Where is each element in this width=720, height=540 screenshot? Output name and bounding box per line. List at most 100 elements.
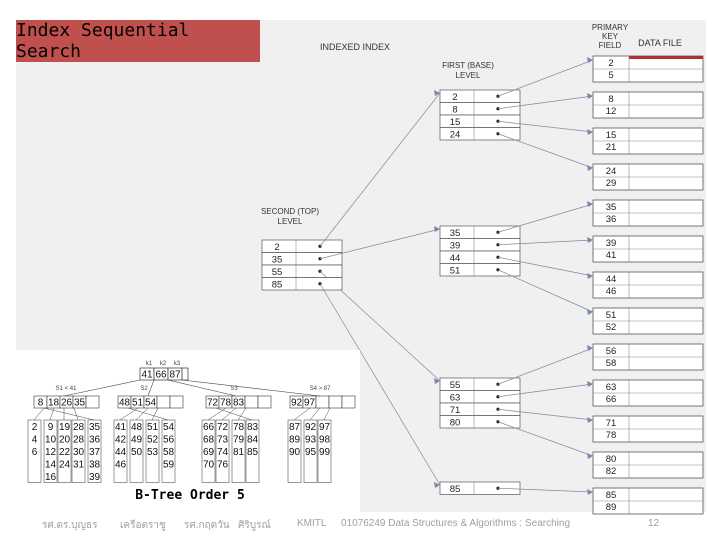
data-file-highlight xyxy=(629,56,703,59)
second-level-key: 35 xyxy=(272,255,283,266)
btree-leaf-key: 4 xyxy=(32,435,38,446)
btree-edge xyxy=(167,379,237,397)
btree-leaf-key: 49 xyxy=(131,435,143,446)
btree-leaf-key: 98 xyxy=(319,435,331,446)
btree-leaf-key: 44 xyxy=(115,447,127,458)
btree-edge xyxy=(33,407,45,421)
pointer-arrow xyxy=(497,269,594,313)
btree-node-key: 35 xyxy=(74,398,86,409)
btree-leaf-key: 2 xyxy=(32,422,38,433)
data-file-key: 5 xyxy=(608,70,613,81)
first-level-cell xyxy=(439,127,521,141)
btree-edge xyxy=(73,407,79,421)
data-file-key: 41 xyxy=(606,250,617,261)
btree-edge xyxy=(151,407,159,421)
btree-leaf-key: 68 xyxy=(203,435,215,446)
btree-leaf-key: 99 xyxy=(319,447,331,458)
second-level-key: 2 xyxy=(274,242,279,253)
first-level-key: 39 xyxy=(450,241,461,252)
btree-leaf-column xyxy=(201,419,216,483)
btree-leaf-column xyxy=(71,419,86,483)
btree-leaf-key: 24 xyxy=(59,460,71,471)
data-file-key: 21 xyxy=(606,142,617,153)
arrow-head xyxy=(587,273,593,279)
btree-edge xyxy=(293,407,311,421)
btree-node-key: 54 xyxy=(145,398,157,409)
footer-author-2: เครือตราชู xyxy=(120,520,166,531)
btree-node-key: 51 xyxy=(132,398,144,409)
btree-node-key: 92 xyxy=(291,398,303,409)
btree-leaf-key: 83 xyxy=(247,422,259,433)
footer-author-3: รศ.กฤตวัน xyxy=(184,520,230,531)
second-level-key: 85 xyxy=(272,280,283,291)
btree-leaf-key: 39 xyxy=(89,472,101,483)
data-file-key: 46 xyxy=(606,286,617,297)
btree-leaf-key: 97 xyxy=(319,422,331,433)
data-file-key: 39 xyxy=(606,238,617,249)
data-file-key: 2 xyxy=(608,58,613,69)
first-level-key: 51 xyxy=(450,266,461,277)
btree-leaf-key: 22 xyxy=(59,447,71,458)
btree-leaf-key: 84 xyxy=(247,435,259,446)
btree-leaf-key: 51 xyxy=(147,422,159,433)
btree-edge xyxy=(43,407,95,421)
btree-edge xyxy=(323,407,331,421)
btree-edge xyxy=(147,379,155,397)
btree-range-label: S4 > 87 xyxy=(310,386,332,392)
first-level-label: LEVEL xyxy=(456,71,481,80)
data-file-key: 78 xyxy=(606,430,617,441)
btree-leaf-key: 54 xyxy=(163,422,175,433)
data-file-key: 15 xyxy=(606,130,617,141)
first-level-key: 24 xyxy=(450,130,461,141)
btree-node-cell xyxy=(328,395,343,409)
btree-leaf-key: 12 xyxy=(45,447,57,458)
btree-node-cell xyxy=(244,395,259,409)
pointer-arrow xyxy=(497,487,594,493)
btree-leaf-key: 28 xyxy=(73,422,85,433)
btree-root-key-name: k1 xyxy=(146,361,153,367)
arrow-head xyxy=(434,226,440,232)
data-file-key: 80 xyxy=(606,454,617,465)
btree-root-key: 66 xyxy=(155,370,167,381)
btree-leaf-key: 78 xyxy=(233,422,245,433)
arrow-head xyxy=(587,345,593,351)
first-level-cell xyxy=(439,415,521,429)
btree-leaf-column xyxy=(215,419,230,483)
pointer-arrow xyxy=(497,347,594,385)
pointer-arrow xyxy=(497,203,594,233)
arrow-head xyxy=(587,489,593,495)
btree-node-key: 72 xyxy=(207,398,219,409)
btree-leaf-key: 16 xyxy=(45,472,57,483)
btree-leaf-key: 85 xyxy=(247,447,259,458)
btree-leaf-key: 79 xyxy=(233,435,245,446)
first-level-key: 55 xyxy=(450,380,461,391)
primary-key-label: FIELD xyxy=(599,41,622,50)
arrow-head xyxy=(587,309,593,315)
btree-leaf-key: 52 xyxy=(147,435,159,446)
arrow-head xyxy=(587,381,593,387)
pointer-arrow xyxy=(497,256,594,277)
btree-leaf-column xyxy=(129,419,144,483)
btree-edge xyxy=(119,407,139,421)
slide-title: Index Sequential Search xyxy=(16,20,260,62)
btree-leaf-key: 6 xyxy=(32,447,38,458)
btree-leaf-key: 50 xyxy=(131,447,143,458)
btree-node-cell xyxy=(341,395,356,409)
btree-root-key-name: k3 xyxy=(174,361,181,367)
btree-leaf-key: 76 xyxy=(217,460,229,471)
btree-edge xyxy=(309,407,321,421)
arrow-head xyxy=(587,237,593,243)
pointer-arrow xyxy=(497,59,594,97)
btree-edge xyxy=(221,407,237,421)
arrow-head xyxy=(587,129,593,135)
pointer-arrow xyxy=(497,408,594,421)
data-file-key: 89 xyxy=(606,502,617,513)
btree-leaf-key: 38 xyxy=(89,460,101,471)
btree-node-key: 18 xyxy=(48,398,60,409)
btree-leaf-key: 9 xyxy=(48,422,54,433)
btree-leaf-column xyxy=(161,419,176,483)
btree-node-key: 48 xyxy=(119,398,131,409)
data-file-label: DATA FILE xyxy=(638,38,682,48)
data-file-key: 71 xyxy=(606,418,617,429)
